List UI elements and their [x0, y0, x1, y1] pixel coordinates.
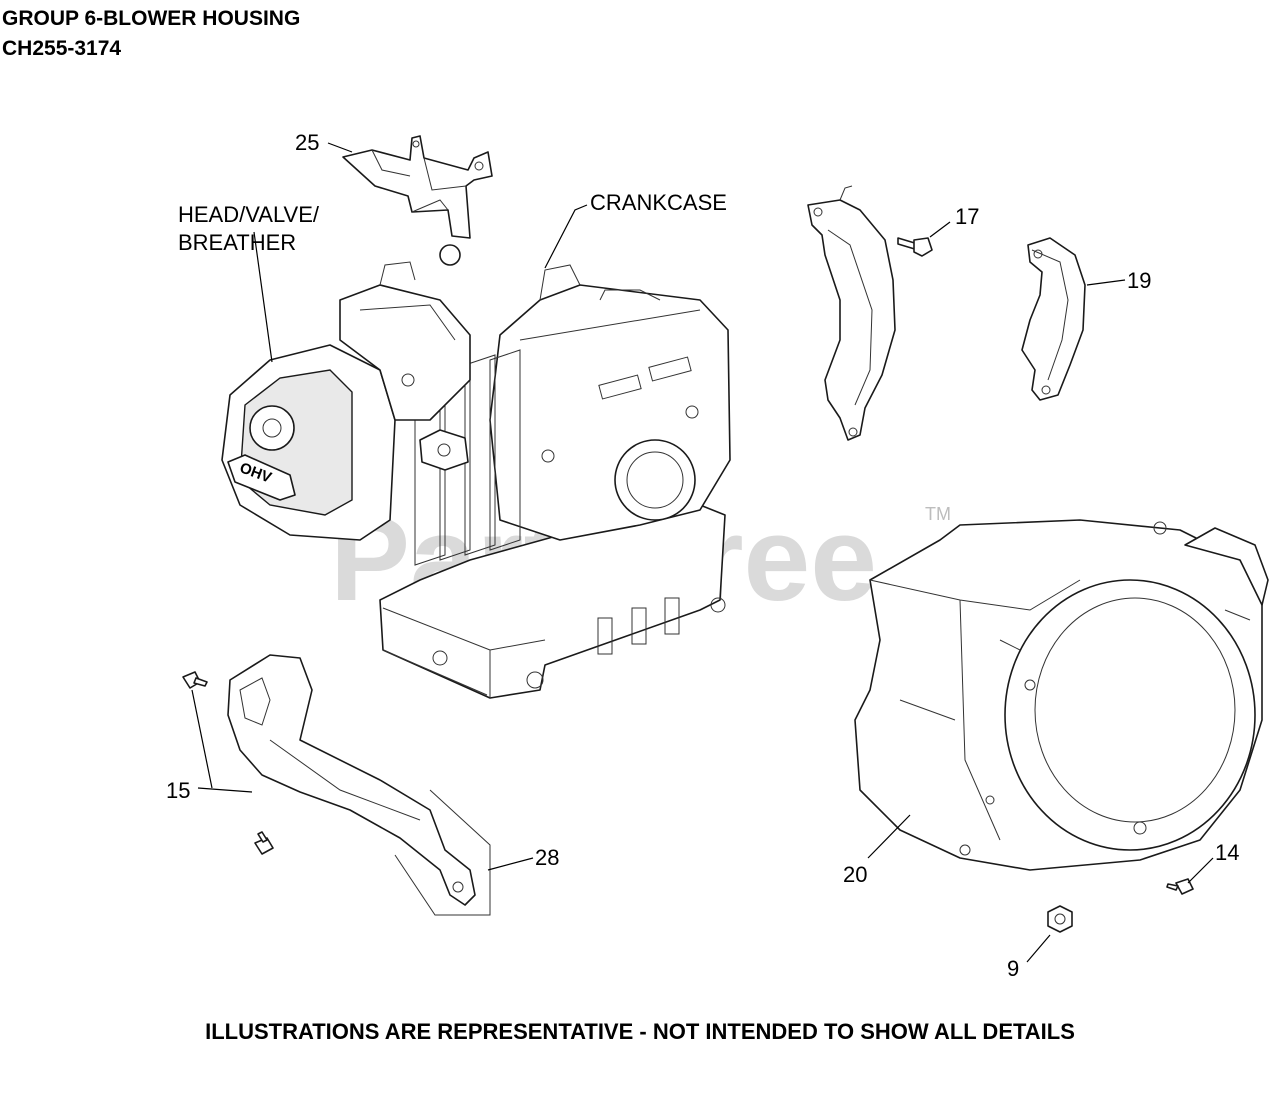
callout-9[interactable]: 9 — [1007, 956, 1019, 981]
part-15-screw-lower[interactable] — [254, 831, 274, 855]
part-25-bracket[interactable] — [342, 135, 493, 239]
callout-20[interactable]: 20 — [843, 862, 867, 887]
label-crankcase: CRANKCASE — [590, 190, 727, 215]
disclaimer-note: ILLUSTRATIONS ARE REPRESENTATIVE - NOT I… — [205, 1019, 1075, 1044]
callout-25[interactable]: 25 — [295, 130, 319, 155]
part-9-nut[interactable] — [1047, 905, 1073, 933]
part-20-blower-housing[interactable] — [854, 519, 1269, 871]
callout-28[interactable]: 28 — [535, 845, 559, 870]
callout-17[interactable]: 17 — [955, 204, 979, 229]
page-title: GROUP 6-BLOWER HOUSING — [2, 7, 301, 30]
part-19-baffle[interactable] — [1021, 237, 1086, 401]
label-head-valve-breather-line2: BREATHER — [178, 230, 296, 255]
part-28-air-guide[interactable] — [227, 654, 491, 916]
watermark-trademark: TM — [925, 504, 951, 524]
part-17-bolt[interactable] — [897, 237, 933, 257]
model-number: CH255-3174 — [2, 37, 122, 60]
cylinder-baffle — [807, 185, 896, 441]
callout-15[interactable]: 15 — [166, 778, 190, 803]
part-15-screw-upper[interactable] — [182, 671, 208, 689]
callout-19[interactable]: 19 — [1127, 268, 1151, 293]
label-head-valve-breather-line1: HEAD/VALVE/ — [178, 202, 320, 227]
leader-lines — [191, 142, 1214, 963]
callout-14[interactable]: 14 — [1215, 840, 1239, 865]
engine-assembly: OHV — [221, 244, 731, 699]
